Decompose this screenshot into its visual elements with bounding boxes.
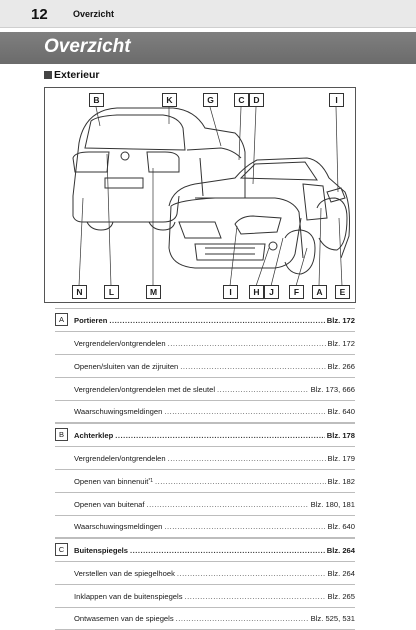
index-item-label: Openen van binnenuit	[74, 476, 149, 486]
callout-a: A	[312, 285, 327, 299]
dot-leader	[155, 477, 326, 486]
reference-letter-badge: B	[55, 428, 68, 441]
index-row: Vergrendelen/ontgrendelen Blz. 179	[55, 446, 355, 469]
page-reference: Blz. 178	[326, 430, 355, 440]
page-reference: Blz. 180, 181	[310, 499, 355, 509]
dot-leader	[147, 500, 309, 509]
index-row: Vergrendelen/ontgrendelen Blz. 172	[55, 331, 355, 354]
callout-h: H	[249, 285, 264, 299]
index-group: B Achterklep Blz. 178Vergrendelen/ontgrend…	[55, 423, 355, 538]
index-heading-row: Portieren Blz. 172	[55, 308, 355, 331]
dot-leader	[168, 339, 326, 348]
chapter-banner: Overzicht	[0, 32, 416, 64]
callout-b: B	[89, 93, 104, 107]
callout-f: F	[289, 285, 304, 299]
index-item-label: Inklappen van de buitenspiegels	[74, 591, 183, 601]
parts-index-list: APortierenBlz. 172Vergrendelen/ontgrende…	[55, 308, 355, 630]
index-item-label: Verstellen van de spiegelhoek	[74, 568, 175, 578]
callout-m: M	[146, 285, 161, 299]
dot-leader	[217, 385, 309, 394]
index-item-label: Waarschuwingsmeldingen	[74, 522, 163, 531]
reference-letter-badge: A	[55, 313, 68, 326]
page-reference: Blz. 172	[327, 338, 355, 348]
index-item-label: Waarschuwingsmeldingen	[74, 407, 163, 416]
index-row: Waarschuwingsmeldingen Blz. 640	[55, 400, 355, 423]
index-row: Openen van binnenuit*1Blz. 182	[55, 469, 355, 492]
callout-g: G	[203, 93, 218, 107]
page-reference: Blz. 266	[327, 361, 355, 371]
page-number: 12	[31, 6, 48, 23]
callout-n: N	[72, 285, 87, 299]
page-reference: Blz. 264	[327, 568, 355, 578]
index-item-label: Ontwasemen van de spiegels	[74, 614, 174, 623]
dot-leader	[130, 546, 325, 555]
index-group: APortierenBlz. 172Vergrendelen/ontgrende…	[55, 308, 355, 423]
callout-c: C	[234, 93, 249, 107]
index-row: Inklappen van de buitenspiegels Blz. 265	[55, 584, 355, 607]
index-item-label: Achterklep	[74, 430, 114, 440]
dot-leader	[164, 407, 325, 416]
index-item-label: Vergrendelen/ontgrendelen met de sleutel	[74, 384, 216, 394]
reference-letter-badge: C	[55, 543, 68, 556]
index-row: Vergrendelen/ontgrendelen met de sleutel…	[55, 377, 355, 400]
index-row: Openen van buitenaf Blz. 180, 181	[55, 492, 355, 515]
page-reference: Blz. 265	[327, 591, 355, 601]
dot-leader	[115, 431, 324, 440]
top-bar: 12 Overzicht	[0, 0, 416, 28]
dot-leader	[185, 592, 326, 601]
page-reference: Blz. 172	[326, 315, 355, 325]
page-reference: Blz. 525, 531	[310, 614, 355, 623]
page-reference: Blz. 264	[326, 545, 355, 555]
index-row: Openen/sluiten van de zijruiten Blz. 266	[55, 354, 355, 377]
index-row: Ontwasemen van de spiegels Blz. 525, 531	[55, 607, 355, 630]
vehicle-exterior-figure: B K G C D I N L M I H J F A E	[44, 87, 356, 303]
index-item-label: Openen/sluiten van de zijruiten	[74, 361, 179, 371]
chapter-title: Overzicht	[44, 36, 131, 57]
index-heading-row: Achterklep Blz. 178	[55, 423, 355, 446]
index-item-label: Portieren	[74, 315, 108, 325]
index-heading-row: Buitenspiegels Blz. 264	[55, 538, 355, 561]
page-reference: Blz. 182	[327, 476, 355, 486]
running-head: Overzicht	[73, 9, 115, 19]
callout-e: E	[335, 285, 350, 299]
dot-leader	[180, 362, 325, 371]
dot-leader	[177, 569, 326, 578]
callout-k: K	[162, 93, 177, 107]
dot-leader	[176, 614, 309, 623]
index-row: Verstellen van de spiegelhoek Blz. 264	[55, 561, 355, 584]
callout-j: J	[264, 285, 279, 299]
dot-leader	[164, 522, 325, 531]
page-reference: Blz. 640	[327, 522, 355, 531]
page-reference: Blz. 179	[327, 453, 355, 463]
page-reference: Blz. 640	[327, 407, 355, 416]
index-item-label: Buitenspiegels	[74, 545, 129, 555]
dot-leader	[168, 454, 326, 463]
page-reference: Blz. 173, 666	[310, 384, 355, 394]
callout-i-bottom: I	[223, 285, 238, 299]
index-item-label: Vergrendelen/ontgrendelen	[74, 453, 166, 463]
callout-l: L	[104, 285, 119, 299]
square-bullet-icon	[44, 71, 52, 79]
callout-i-top: I	[329, 93, 344, 107]
index-row: Waarschuwingsmeldingen Blz. 640	[55, 515, 355, 538]
vehicle-illustration	[72, 106, 350, 287]
index-item-label: Openen van buitenaf	[74, 499, 145, 509]
dot-leader	[109, 316, 324, 325]
callout-d: D	[249, 93, 264, 107]
index-item-label: Vergrendelen/ontgrendelen	[74, 338, 166, 348]
section-title: Exterieur	[54, 69, 100, 81]
section-heading: Exterieur	[44, 69, 100, 81]
